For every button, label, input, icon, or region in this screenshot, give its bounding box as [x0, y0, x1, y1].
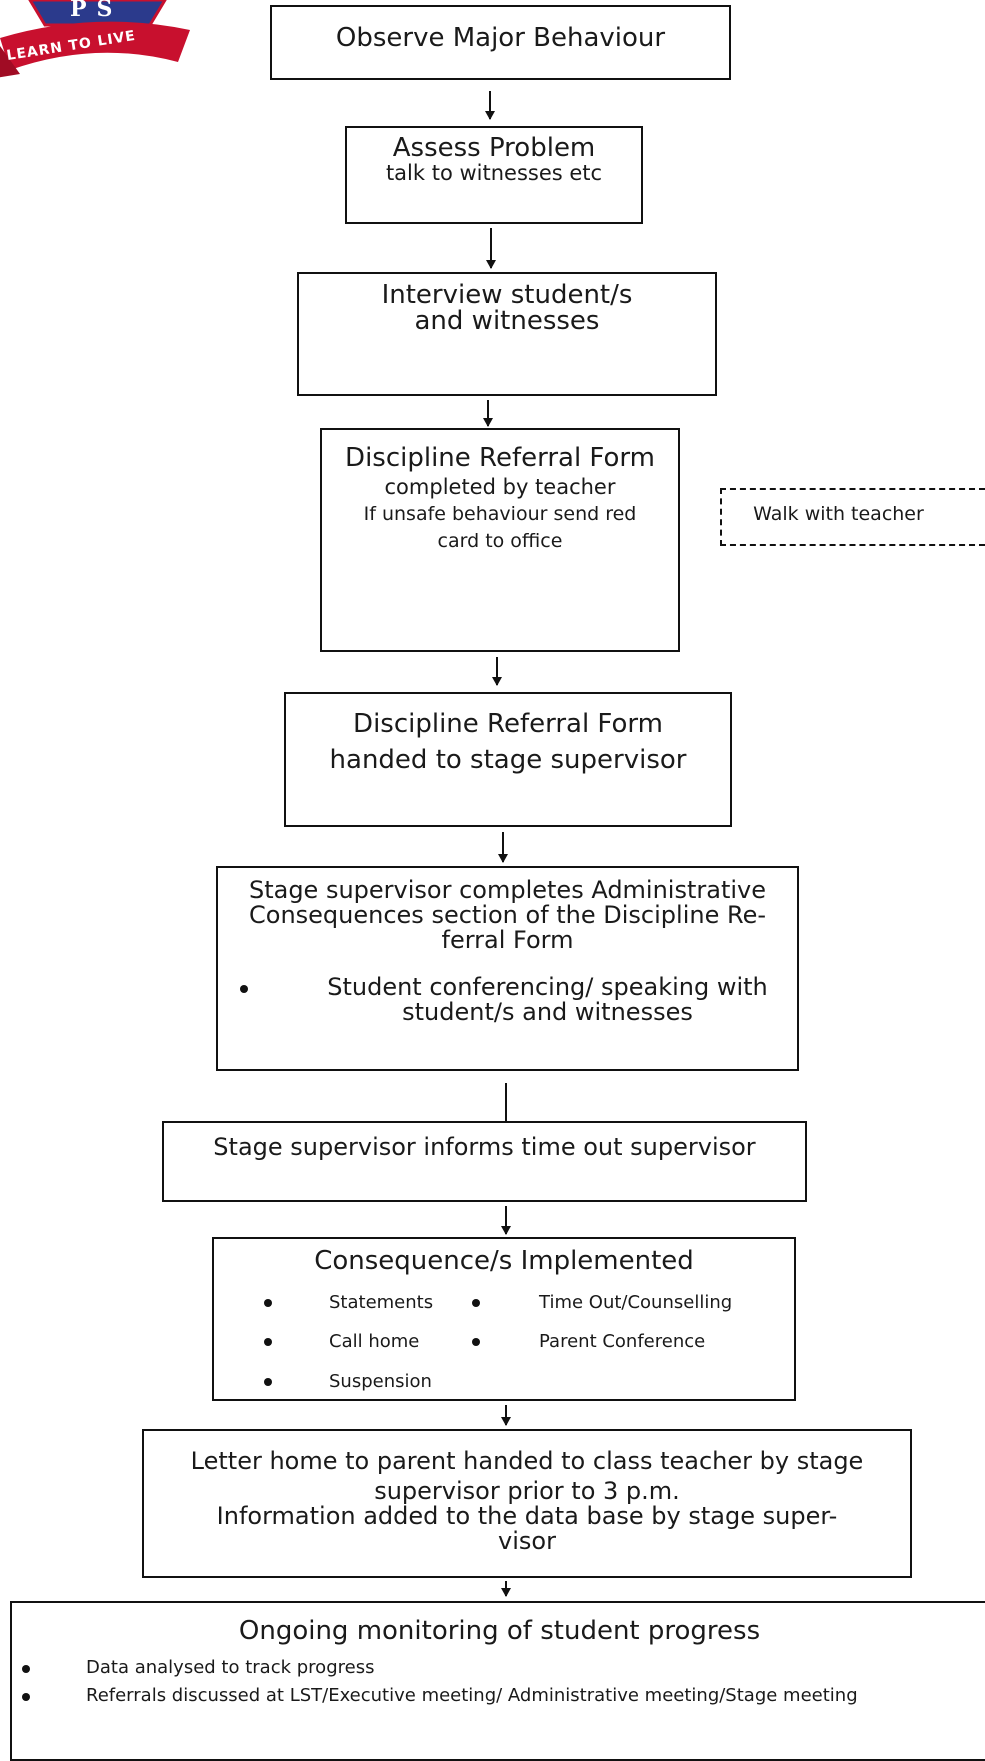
- letter-line3: Information added to the data base by st…: [216, 1502, 838, 1530]
- monitoring-box: Ongoing monitoring of student progress D…: [10, 1601, 985, 1761]
- school-logo: PS LEARN TO LIVE: [0, 0, 200, 80]
- arrow-7: [501, 1206, 511, 1235]
- observe-box: Observe Major Behaviour: [270, 5, 731, 80]
- referral-note2: card to office: [437, 530, 563, 552]
- referral-sub: completed by teacher: [384, 475, 616, 499]
- timeout-box: Stage supervisor informs time out superv…: [162, 1121, 807, 1202]
- handed-line2: handed to stage supervisor: [329, 745, 687, 775]
- consequence-title: Consequence/s Implemented: [314, 1246, 694, 1276]
- bullet-icon: [240, 985, 248, 993]
- supervisor-line3: ferral Form: [441, 926, 574, 954]
- consequence-item-5: Suspension: [329, 1371, 432, 1392]
- interview-box: Interview student/s and witnesses: [297, 272, 717, 396]
- arrow-1: [485, 91, 495, 120]
- walk-text: Walk with teacher: [753, 503, 924, 525]
- handed-box: Discipline Referral Form handed to stage…: [284, 692, 732, 827]
- arrow-4: [492, 657, 502, 686]
- school-crest-icon: [0, 0, 190, 78]
- interview-line1: Interview student/s: [381, 280, 633, 310]
- referral-note1: If unsafe behaviour send red: [363, 503, 637, 525]
- monitoring-title: Ongoing monitoring of student progress: [238, 1616, 761, 1646]
- supervisor-line1: Stage supervisor completes Administrativ…: [248, 876, 767, 904]
- arrow-5: [498, 832, 508, 863]
- interview-line2: and witnesses: [414, 306, 600, 336]
- supervisor-bullet-line1: Student conferencing/ speaking with: [327, 973, 768, 1001]
- consequence-item-2: Time Out/Counselling: [539, 1292, 733, 1313]
- monitoring-item-2: Referrals discussed at LST/Executive mee…: [86, 1685, 858, 1706]
- bullet-icon: [264, 1338, 272, 1346]
- assess-sub: talk to witnesses etc: [385, 161, 603, 185]
- assess-box: Assess Problem talk to witnesses etc: [345, 126, 643, 224]
- walk-with-teacher-box: Walk with teacher: [720, 488, 985, 546]
- consequence-item-1: Statements: [329, 1292, 434, 1313]
- observe-text: Observe Major Behaviour: [335, 23, 666, 53]
- bullet-icon: [472, 1299, 480, 1307]
- letter-line4: visor: [498, 1527, 556, 1555]
- arrow-3: [483, 400, 493, 427]
- supervisor-box: Stage supervisor completes Administrativ…: [216, 866, 799, 1071]
- letter-line1: Letter home to parent handed to class te…: [190, 1447, 864, 1475]
- bullet-icon: [22, 1693, 30, 1701]
- supervisor-bullet: Student conferencing/ speaking with stud…: [218, 975, 797, 1025]
- consequence-box: Consequence/s Implemented Statements Tim…: [212, 1237, 796, 1401]
- supervisor-line2: Consequences section of the Discipline R…: [249, 901, 766, 929]
- bullet-icon: [472, 1338, 480, 1346]
- consequence-item-3: Call home: [329, 1331, 420, 1352]
- bullet-icon: [264, 1378, 272, 1386]
- referral-title: Discipline Referral Form: [345, 443, 655, 473]
- arrow-2: [486, 228, 496, 269]
- bullet-icon: [22, 1665, 30, 1673]
- consequence-item-4: Parent Conference: [539, 1331, 706, 1352]
- logo-initials: PS: [70, 0, 123, 22]
- bullet-icon: [264, 1299, 272, 1307]
- assess-title: Assess Problem: [392, 133, 596, 163]
- letter-line2: supervisor prior to 3 p.m.: [374, 1477, 680, 1505]
- arrow-8: [501, 1405, 511, 1426]
- supervisor-bullet-line2: student/s and witnesses: [402, 998, 693, 1026]
- handed-line1: Discipline Referral Form: [353, 709, 663, 739]
- arrow-9: [501, 1581, 511, 1597]
- timeout-text: Stage supervisor informs time out superv…: [213, 1133, 756, 1161]
- referral-box: Discipline Referral Form completed by te…: [320, 428, 680, 652]
- monitoring-item-1: Data analysed to track progress: [86, 1657, 375, 1678]
- letter-box: Letter home to parent handed to class te…: [142, 1429, 912, 1578]
